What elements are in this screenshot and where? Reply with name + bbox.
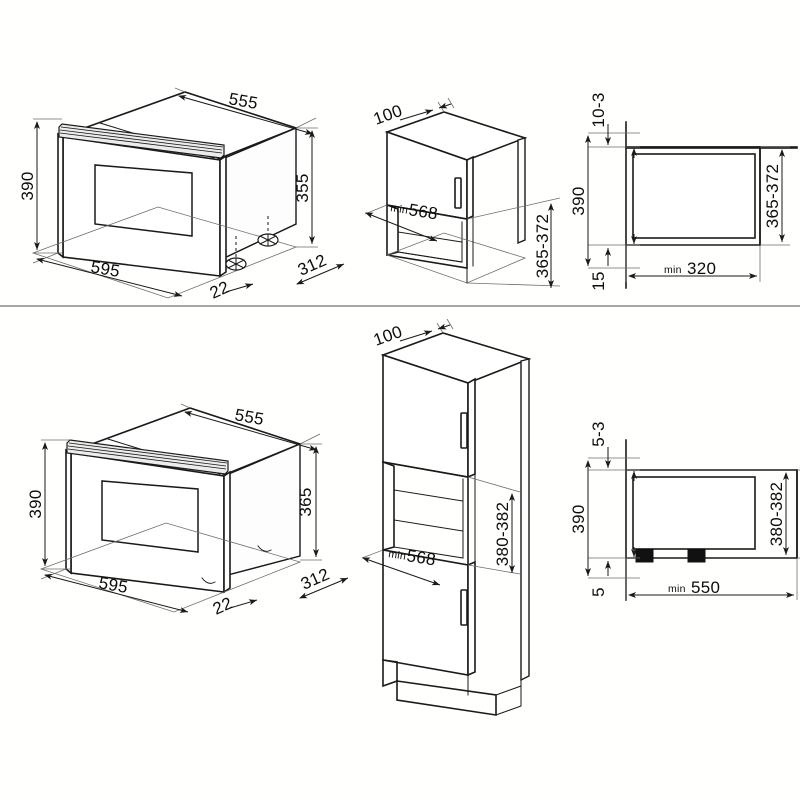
ext-line bbox=[361, 549, 384, 559]
dimension-label-10-3: 10-3 bbox=[589, 92, 608, 127]
foot-bump-left bbox=[201, 577, 216, 584]
appliance-iso-view-bottom: 555 390 365 595 312 22 bbox=[26, 403, 349, 619]
foot-icon-left bbox=[225, 236, 247, 271]
ext-line bbox=[299, 433, 321, 445]
appliance-door-left-edge bbox=[57, 132, 64, 259]
niche-opening bbox=[386, 204, 468, 269]
dimension-label-5-3: 5-3 bbox=[589, 421, 608, 446]
dimension-line-568-bottom bbox=[362, 557, 441, 586]
dimension-label-min-568-bottom: min bbox=[388, 548, 407, 563]
dimension-label-5: 5 bbox=[589, 587, 608, 597]
dimension-line-100-bottom-lead bbox=[399, 330, 433, 342]
dimension-label-15: 15 bbox=[589, 271, 608, 291]
dimension-label-390-section-top: 390 bbox=[569, 186, 588, 215]
dimension-label-555-top: 555 bbox=[227, 89, 259, 113]
tall-niche-shelf-line bbox=[393, 489, 464, 502]
ext-line bbox=[174, 87, 186, 93]
tall-cabinet-base-right bbox=[495, 679, 522, 716]
appliance-door-window-2 bbox=[101, 480, 199, 553]
tall-cabinet-upper-handle bbox=[460, 412, 468, 449]
dimension-label-550: 550 bbox=[691, 578, 720, 597]
cabinet-upper-door-edge bbox=[466, 155, 474, 221]
tall-cabinet-plinth-edges bbox=[382, 674, 522, 696]
dimension-label-min-568-top: min bbox=[390, 202, 409, 217]
ext-line bbox=[466, 197, 561, 220]
dimension-label-312-bottom: 312 bbox=[298, 564, 332, 593]
dimension-line-555-bottom bbox=[184, 411, 318, 451]
dimension-line-100-bottom bbox=[437, 323, 451, 330]
dimension-label-568-bottom: 568 bbox=[405, 546, 437, 569]
niche-shelf-front bbox=[397, 251, 463, 263]
dimension-label-100-top: 100 bbox=[371, 101, 405, 129]
dimension-label-22-bottom: 22 bbox=[210, 593, 236, 618]
dimension-label-355-right: 355 bbox=[293, 173, 312, 202]
dimension-label-380-382-section: 380-382 bbox=[767, 482, 786, 547]
support-block-left bbox=[635, 548, 654, 563]
cabinet-section-view-top: 10-3 390 15 365-372 min 320 bbox=[569, 92, 798, 291]
appliance-door-left-edge-2 bbox=[65, 448, 72, 575]
dimension-label-365-372-section: 365-372 bbox=[763, 164, 782, 229]
ext-line bbox=[467, 476, 521, 493]
dimension-label-555-bottom: 555 bbox=[233, 405, 265, 429]
foot-bump-right bbox=[257, 545, 272, 552]
dimension-label-595-bottom: 595 bbox=[97, 573, 129, 597]
cabinet-iso-view-top: 100 min 568 365-372 bbox=[364, 97, 561, 288]
dimension-label-320: 320 bbox=[687, 259, 716, 278]
dimension-line-568-top bbox=[365, 212, 438, 242]
dimension-label-390-left: 390 bbox=[18, 171, 37, 200]
ext-line bbox=[295, 117, 317, 129]
ext-line bbox=[446, 318, 454, 330]
dimension-line-100-lead bbox=[399, 109, 434, 121]
dimension-line-595 bbox=[36, 257, 183, 297]
ext-line bbox=[447, 97, 455, 109]
foot-icon-right bbox=[257, 216, 279, 247]
dimension-label-595: 595 bbox=[89, 257, 121, 281]
tall-cabinet-lower-door bbox=[382, 549, 469, 676]
appliance-door-right-edge bbox=[219, 154, 227, 278]
tall-niche-back-line bbox=[393, 519, 464, 532]
tall-niche-left-jamb bbox=[382, 460, 395, 552]
dimension-label-390-bottom-left: 390 bbox=[26, 489, 45, 518]
cabinet-right-panel bbox=[517, 137, 526, 245]
dimension-label-365: 365 bbox=[296, 487, 315, 516]
dimension-label-365-372-mid: 365-372 bbox=[533, 214, 552, 279]
dimension-label-390-section-bottom: 390 bbox=[569, 504, 588, 533]
tall-niche-inner bbox=[393, 465, 464, 559]
tall-cabinet-iso-view: 100 min 568 380-382 bbox=[361, 318, 532, 716]
appliance-handle-2 bbox=[66, 439, 229, 475]
dimension-line-22 bbox=[225, 283, 254, 293]
dimension-line-100-top bbox=[438, 102, 452, 109]
dimension-line-312-bottom bbox=[299, 577, 349, 599]
appliance-base-edge-2 bbox=[223, 555, 301, 577]
niche-shelf-line bbox=[397, 231, 463, 243]
ext-line bbox=[364, 204, 388, 215]
dimension-label-380-382-mid: 380-382 bbox=[493, 502, 512, 567]
tall-cabinet-right-panel bbox=[520, 358, 530, 682]
tall-cabinet-lower-door-edge bbox=[467, 560, 476, 677]
cabinet-upper-door-handle bbox=[454, 177, 462, 209]
ext-line bbox=[466, 282, 561, 287]
appliance-handle bbox=[58, 123, 225, 159]
section-cavity bbox=[632, 153, 756, 239]
dimension-line-22-bottom bbox=[229, 599, 258, 609]
dimension-line-555-top bbox=[178, 95, 314, 135]
support-block-right bbox=[687, 548, 706, 563]
cabinet-section-view-bottom: 5-3 390 5 380-382 min 550 bbox=[569, 421, 800, 601]
dimension-line-595-bottom bbox=[44, 573, 189, 613]
appliance-door-right-edge-2 bbox=[223, 470, 231, 594]
appliance-door-window bbox=[94, 164, 193, 237]
ext-line bbox=[180, 403, 191, 409]
dimension-label-312: 312 bbox=[295, 250, 329, 279]
appliance-iso-view-top: 555 390 355 595 312 22 bbox=[18, 87, 345, 303]
dimension-label-min-550: min bbox=[668, 583, 686, 595]
dimension-label-100-bottom: 100 bbox=[371, 322, 405, 350]
dimension-line-312 bbox=[296, 263, 345, 285]
section-cavity-2 bbox=[632, 476, 756, 550]
tall-cabinet-plinth bbox=[396, 680, 497, 716]
dimension-label-568-top: 568 bbox=[407, 200, 439, 223]
tall-cabinet-lower-handle bbox=[460, 589, 468, 626]
tall-cabinet-upper-door-edge bbox=[467, 377, 476, 479]
dimension-label-min-320: min bbox=[664, 264, 682, 276]
